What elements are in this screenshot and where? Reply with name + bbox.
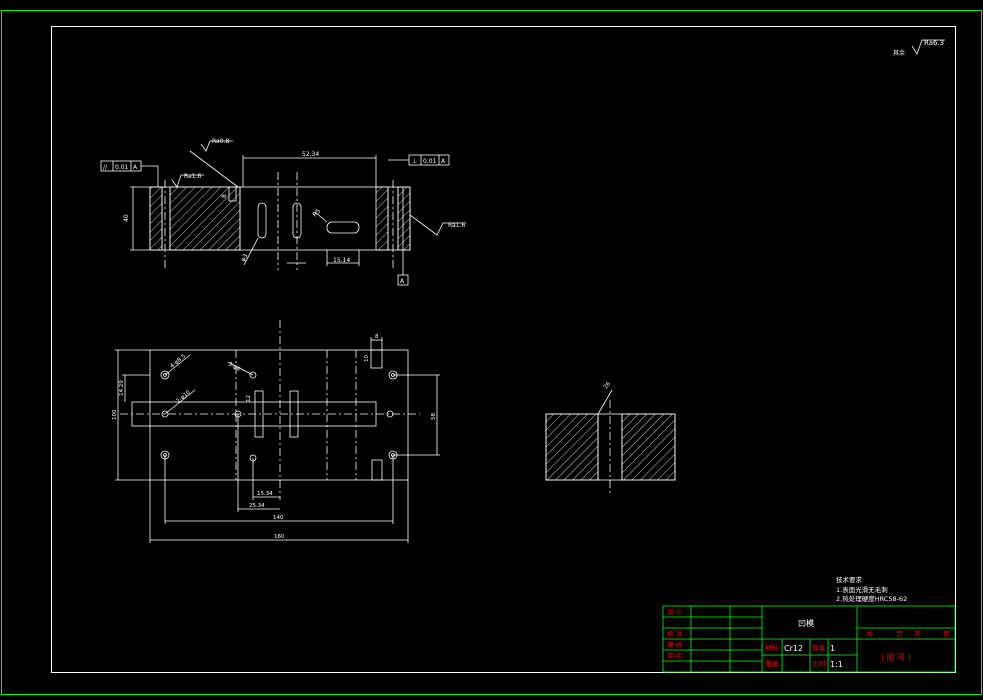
tech-req-title: 技术要求 — [836, 575, 863, 584]
perpendicular-symbol: ⊥ — [412, 158, 417, 165]
datum-box — [397, 274, 409, 286]
parallel-datum: A — [133, 164, 138, 171]
tb-drawing-no: ( 图 号 ) — [881, 653, 911, 662]
dim-right-height: 58 — [431, 413, 437, 420]
tb-quantity-value: 1 — [830, 644, 835, 653]
perpendicular-datum: A — [441, 158, 446, 165]
tb-quantity-label: 数量 — [812, 643, 826, 652]
dim-hole-c: 3-φ6 — [227, 362, 241, 374]
front-hatch-left-b — [169, 186, 241, 251]
front-hatch-right-a — [375, 186, 389, 251]
parallel-symbol: // — [103, 164, 108, 171]
front-view — [100, 140, 466, 286]
tech-req-line2: 2.热处理硬度HRC58-62 — [836, 594, 907, 603]
outer-border — [1, 10, 982, 695]
dim-dia-c: R5 — [311, 208, 322, 219]
dim-hole-a: 4-φ8.5 — [169, 353, 187, 369]
side-leader-dim: 26 — [603, 381, 612, 391]
dim-left-small: 14.29 — [119, 380, 125, 396]
roughness-top-b: Ra1.6 — [184, 173, 201, 180]
tb-weight-label: 重量 — [765, 660, 779, 668]
dim-dia-a: φ3 — [240, 253, 250, 263]
dim-160: 160 — [274, 534, 285, 540]
dim-slot: 15.14 — [333, 257, 350, 264]
dim-height: 40 — [123, 214, 130, 222]
tb-row-review: 审 核 — [667, 640, 683, 649]
tb-material-label: 材料 — [765, 643, 779, 652]
tb-material-value: Cr12 — [784, 644, 803, 653]
dim-small: 8 — [221, 194, 228, 198]
roughness-general-value: Ra6.3 — [924, 39, 944, 47]
inner-border — [51, 26, 956, 673]
dim-top-width: 52.34 — [302, 151, 319, 158]
roughness-right: Ra1.6 — [448, 222, 465, 229]
tb-row-eval: 评 阅 — [667, 652, 682, 660]
tb-sheet-unit-b: 页 — [943, 630, 950, 638]
tb-sheet-index-prefix: 第 — [914, 629, 921, 638]
tb-part-name: 凹模 — [798, 618, 814, 628]
tb-scale-label: 比例 — [812, 659, 825, 668]
dim-15: 15.34 — [257, 491, 273, 497]
side-hatch-right — [621, 413, 676, 481]
dim-small-v: 12 — [246, 395, 252, 402]
dim-top-small: 8 — [375, 334, 379, 340]
tb-row-design: 设 计 — [667, 607, 683, 616]
side-hatch-left — [545, 413, 599, 481]
dim-25: 25.34 — [249, 503, 265, 509]
roughness-prefix: 其余 — [893, 49, 905, 57]
dim-top-small-b: 10 — [364, 355, 370, 362]
perpendicular-value: 0.01 — [423, 158, 437, 165]
dim-140: 140 — [273, 515, 284, 521]
drawing-frame — [1, 10, 982, 695]
plan-view-outline — [149, 349, 409, 481]
tb-sheet-total-prefix: 共 — [866, 629, 873, 638]
datum-label: A — [400, 278, 405, 285]
roughness-top-a: Ra0.8 — [212, 138, 229, 145]
tb-row-check: 校 对 — [667, 629, 683, 638]
tech-req-line1: 1.表面光滑无毛刺 — [836, 585, 888, 594]
title-block-text: 设 计 校 对 审 核 评 阅 凹模 材料 Cr12 数量 1 重量 比例 1:… — [667, 607, 950, 669]
dim-left-height: 100 — [112, 409, 118, 420]
tb-sheet-unit-a: 页 — [896, 630, 903, 638]
parallel-value: 0.01 — [115, 164, 129, 171]
general-roughness-note: 其余 Ra6.3 — [893, 39, 945, 57]
front-view-text: 52.34 40 15.14 φ3 R5 8 Ra0.8 Ra1.6 Ra1.6… — [103, 138, 465, 285]
title-block — [662, 605, 956, 673]
side-section-view — [545, 389, 676, 495]
tb-scale-value: 1:1 — [830, 660, 843, 669]
front-hatch-left-a — [149, 186, 163, 251]
technical-requirements: 技术要求 1.表面光滑无毛刺 2.热处理硬度HRC58-62 — [836, 575, 907, 603]
plan-view — [115, 320, 440, 543]
front-hatch-right-b — [397, 186, 411, 251]
